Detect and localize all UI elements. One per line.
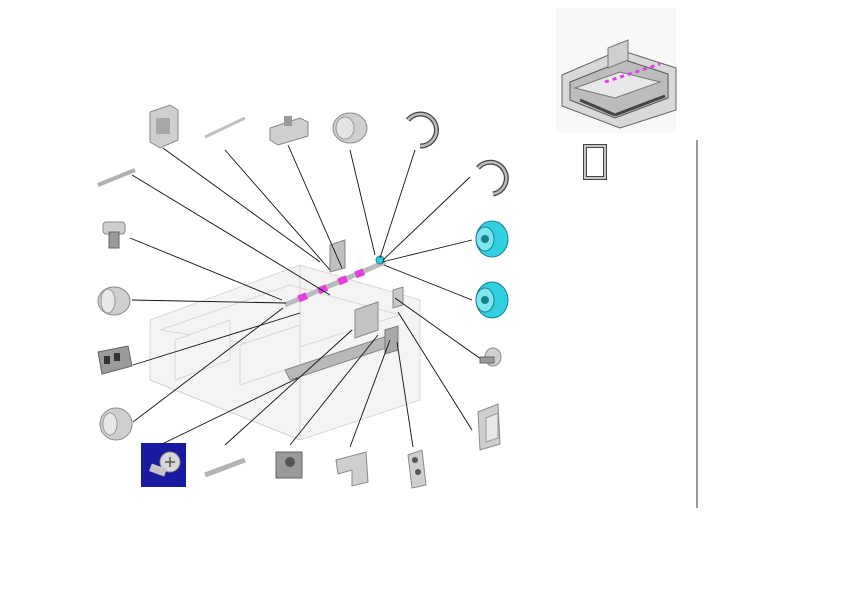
part-bushing-left[interactable] [99,407,133,441]
leader-lines [129,144,486,448]
part-e-ring-top[interactable] [406,111,439,149]
part-bushing-top[interactable] [332,112,368,144]
part-roller-cyan-upper[interactable] [475,220,509,258]
part-pin-right[interactable] [479,347,502,367]
part-e-ring-right[interactable] [476,159,509,197]
part-gear-block[interactable] [97,345,133,375]
part-bracket-top[interactable] [149,104,179,149]
part-rod-bottom[interactable] [204,457,246,478]
part-plate-bottom[interactable] [407,449,427,489]
part-roller-gray[interactable] [97,286,131,316]
part-clamp-block[interactable] [269,116,309,146]
part-sensor-bottom[interactable] [275,451,303,479]
inset-assembly-thumbnail [556,8,677,133]
part-roller-cyan-lower[interactable] [475,281,509,319]
part-bracket-bottom[interactable] [335,451,369,487]
part-frame-side[interactable] [583,144,607,180]
part-screw-selected[interactable] [141,443,186,487]
part-cover-right[interactable] [477,403,501,451]
part-shaft-left[interactable] [97,168,136,187]
part-rod-thin[interactable] [204,116,246,139]
main-assembly [149,239,421,441]
assembly-shaft [284,255,386,308]
part-screw-left[interactable] [102,221,126,249]
